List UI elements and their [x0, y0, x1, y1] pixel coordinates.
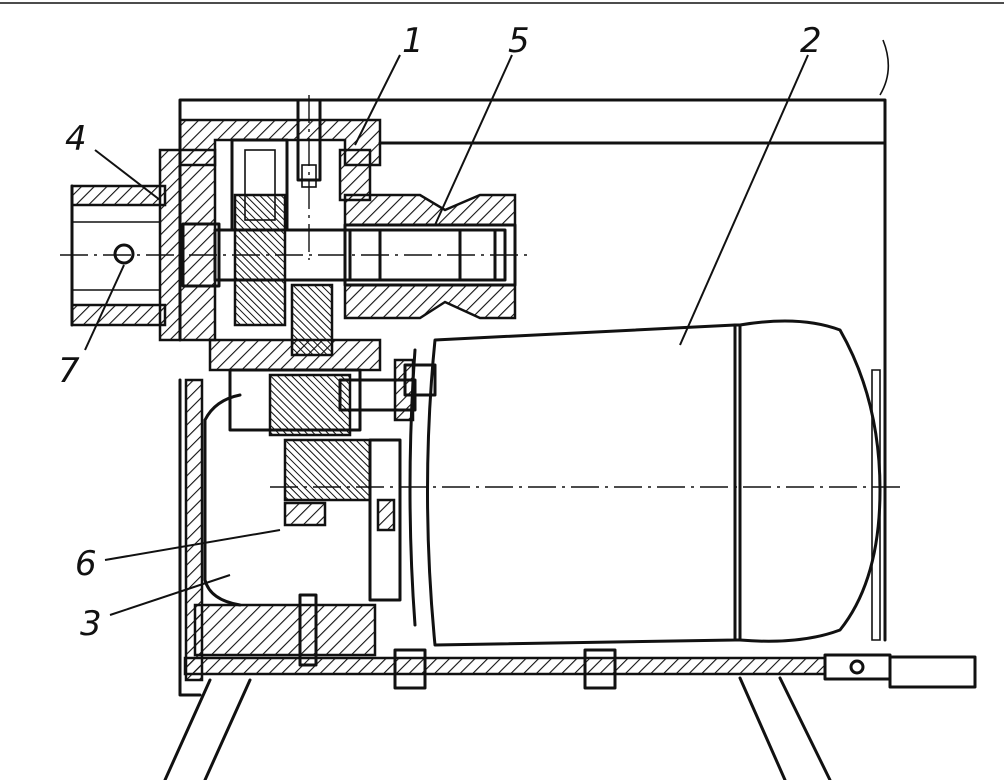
callout-3: 3	[80, 604, 102, 644]
callout-2: 2	[800, 21, 822, 61]
callout-7: 7	[58, 351, 80, 391]
leader-lines	[84, 54, 809, 616]
base-plate	[183, 648, 977, 690]
input-housing	[70, 148, 221, 342]
callout-1: 1	[402, 21, 424, 61]
gear-carrier	[208, 338, 417, 602]
callout-6: 6	[75, 544, 97, 584]
callout-4: 4	[65, 119, 87, 159]
electric-motor	[403, 319, 882, 647]
callout-5: 5	[508, 21, 530, 61]
support-legs	[163, 676, 832, 780]
output-hub	[343, 193, 517, 320]
main-shaft	[213, 193, 507, 357]
